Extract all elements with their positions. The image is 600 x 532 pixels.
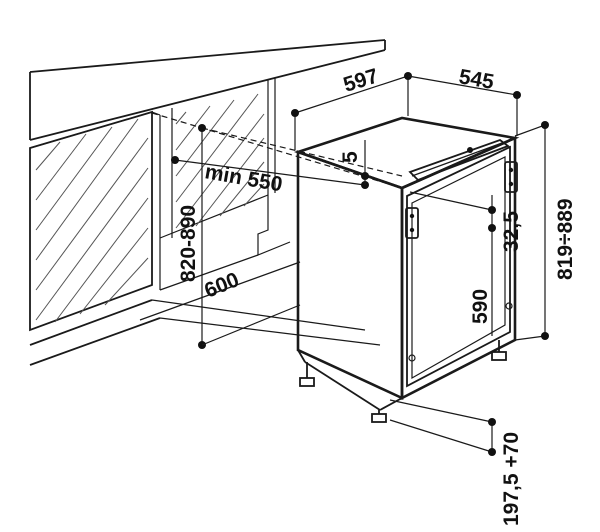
- label-32-5: 32,5: [500, 211, 523, 252]
- niche-guide-lines: [151, 112, 403, 346]
- dim-5-line: [361, 140, 369, 185]
- foot-front-left-icon: [371, 413, 387, 423]
- foot-front-right-icon: [491, 351, 507, 361]
- upper-right-hinge-icon: [504, 161, 518, 193]
- label-197-5-plus-70: 197,5 +70: [500, 432, 523, 526]
- label-820-890: 820-890: [177, 205, 200, 282]
- label-min-550: min 550: [203, 160, 284, 196]
- fridge-feet: [299, 340, 507, 423]
- upper-left-hinge-icon: [405, 207, 419, 239]
- dim-819-889-line: [514, 121, 549, 341]
- door-hinges: [405, 161, 518, 362]
- back-wall-hatching: [175, 93, 265, 229]
- side-panel-hatching: [35, 118, 149, 323]
- niche-back-wall: [139, 78, 301, 321]
- fridge-door: [406, 145, 511, 388]
- label-597: 597: [341, 65, 381, 97]
- label-545: 545: [457, 65, 496, 94]
- top-handle-rail: [408, 138, 510, 182]
- dim-545-line: [407, 75, 521, 136]
- dim-600-line: [201, 304, 301, 346]
- side-cabinet-panel: [29, 110, 161, 366]
- lower-left-hinge-icon: [408, 354, 416, 362]
- dim-32-5-line: [409, 191, 496, 232]
- dim-197-5-line: [389, 399, 496, 456]
- lower-right-hinge-icon: [505, 302, 513, 310]
- label-5: 5: [339, 151, 362, 163]
- label-590: 590: [469, 289, 492, 324]
- foot-back-left-icon: [299, 377, 315, 387]
- label-819-889: 819÷889: [554, 198, 577, 280]
- handle-screw-icon: [467, 147, 473, 153]
- dim-820-890-line: [198, 124, 206, 349]
